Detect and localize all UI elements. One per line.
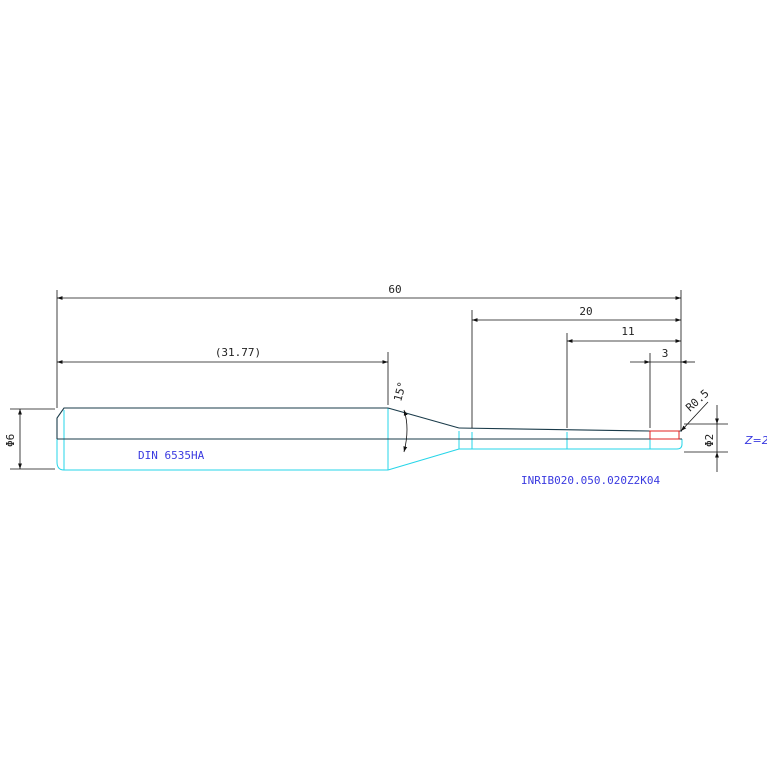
dimension-lines [18, 296, 719, 472]
tool-body-cyan [56, 408, 683, 471]
dim-text-3: 3 [662, 347, 669, 360]
dim-text-phi2: Φ2 [703, 434, 716, 447]
flutes-label: Z=2 [744, 434, 767, 447]
dim-text-60: 60 [388, 283, 401, 296]
standard-label: DIN 6535HA [138, 449, 205, 462]
angle-arc-15 [403, 409, 408, 453]
part-number-label: INRIB020.050.020Z2K04 [521, 474, 660, 487]
extension-lines [10, 290, 728, 470]
dim-text-15-deg: 15° [391, 380, 409, 403]
tool-body-outline [56, 407, 682, 440]
dim-text-r0-5: R0.5 [683, 387, 711, 414]
dim-text-31-77: (31.77) [215, 346, 261, 359]
radius-leader [680, 401, 709, 432]
dim-text-20: 20 [579, 305, 592, 318]
cutting-edge [649, 430, 680, 440]
dim-text-phi6: Φ6 [4, 434, 17, 447]
dim-text-11: 11 [621, 325, 634, 338]
